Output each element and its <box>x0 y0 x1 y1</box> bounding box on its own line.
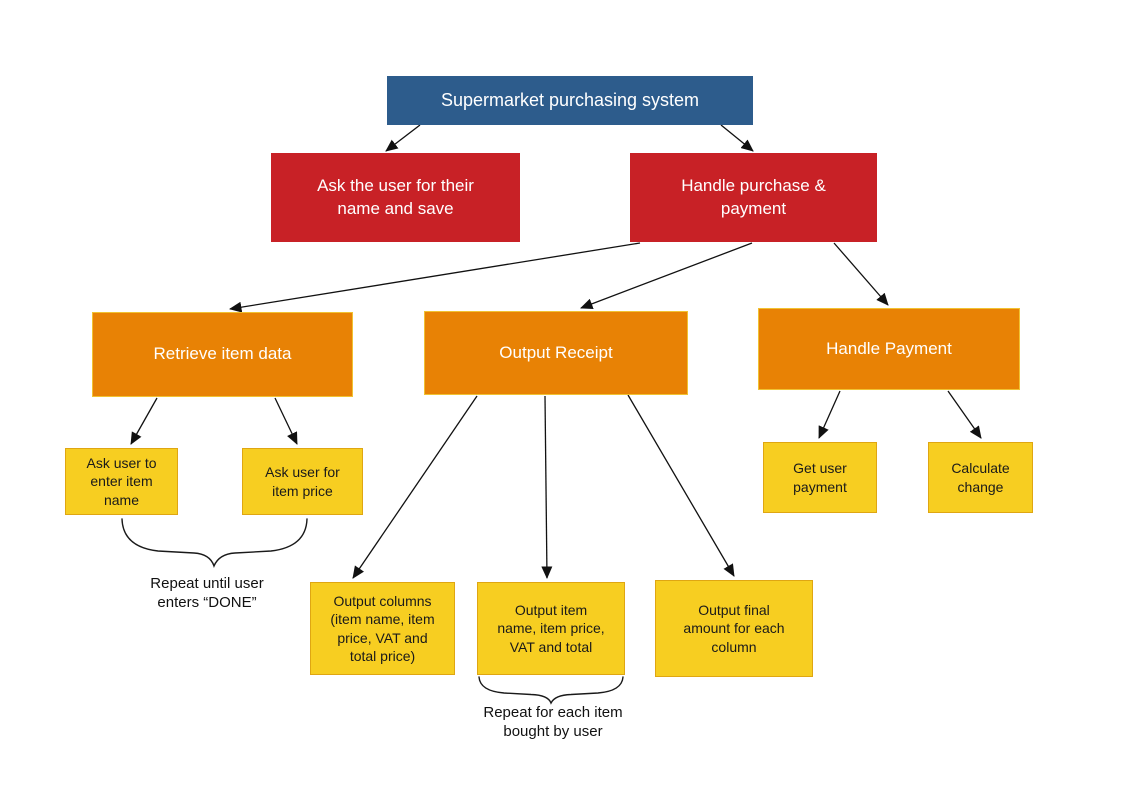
node-label: Calculate change <box>951 460 1010 495</box>
node-label: Output final amount for each column <box>683 602 785 655</box>
node-label: Handle purchase & payment <box>681 176 826 218</box>
node-label: Handle Payment <box>826 338 952 358</box>
node-output-columns: Output columns (item name, item price, V… <box>310 582 455 675</box>
node-label: Ask user for item price <box>265 464 340 499</box>
node-label: Output Receipt <box>499 342 613 362</box>
node-get-user-payment: Get user payment <box>763 442 877 513</box>
node-handle-payment: Handle Payment <box>758 308 1020 390</box>
node-supermarket-purchasing-system: Supermarket purchasing system <box>387 76 753 125</box>
node-output-item-details: Output item name, item price, VAT and to… <box>477 582 625 675</box>
node-output-final-amount: Output final amount for each column <box>655 580 813 677</box>
node-label: Retrieve item data <box>153 344 292 364</box>
node-retrieve-item-data: Retrieve item data <box>92 312 353 397</box>
node-label: Ask the user for their name and save <box>317 176 474 218</box>
node-calculate-change: Calculate change <box>928 442 1033 513</box>
annotation-repeat-each-item: Repeat for each item bought by user <box>483 704 623 740</box>
node-output-receipt: Output Receipt <box>424 311 688 395</box>
edge-retrieve-to-ask-item-price <box>274 397 298 445</box>
node-label: Get user payment <box>793 460 847 495</box>
edge-receipt-to-output-final-amount <box>627 394 735 577</box>
brace-repeat-each-item <box>478 676 624 705</box>
edge-handle-payment-to-get-user-payment <box>818 390 841 439</box>
edge-handle-pp-to-retrieve-item-data <box>229 242 641 313</box>
node-label: Output columns (item name, item price, V… <box>330 593 435 664</box>
node-label: Output item name, item price, VAT and to… <box>497 602 605 655</box>
edge-receipt-to-output-item-details <box>541 395 553 579</box>
edge-handle-pp-to-handle-payment <box>833 242 889 306</box>
node-label: Supermarket purchasing system <box>440 90 700 111</box>
annotation-repeat-until-done: Repeat until user enters “DONE” <box>150 575 264 611</box>
node-label: Ask user to enter item name <box>86 455 157 508</box>
node-ask-item-price: Ask user for item price <box>242 448 363 515</box>
node-handle-purchase-payment: Handle purchase & payment <box>630 153 877 242</box>
edge-handle-pp-to-output-receipt <box>580 242 753 310</box>
edge-root-to-ask-name <box>385 124 421 152</box>
brace-repeat-until-done <box>121 518 308 568</box>
edge-receipt-to-output-columns <box>352 395 478 579</box>
edge-retrieve-to-ask-item-name <box>130 397 158 445</box>
node-ask-user-name: Ask the user for their name and save <box>271 153 520 242</box>
edge-root-to-handle-purchase-payment <box>720 124 754 152</box>
edge-handle-payment-to-calculate-change <box>947 390 982 439</box>
node-ask-item-name: Ask user to enter item name <box>65 448 178 515</box>
